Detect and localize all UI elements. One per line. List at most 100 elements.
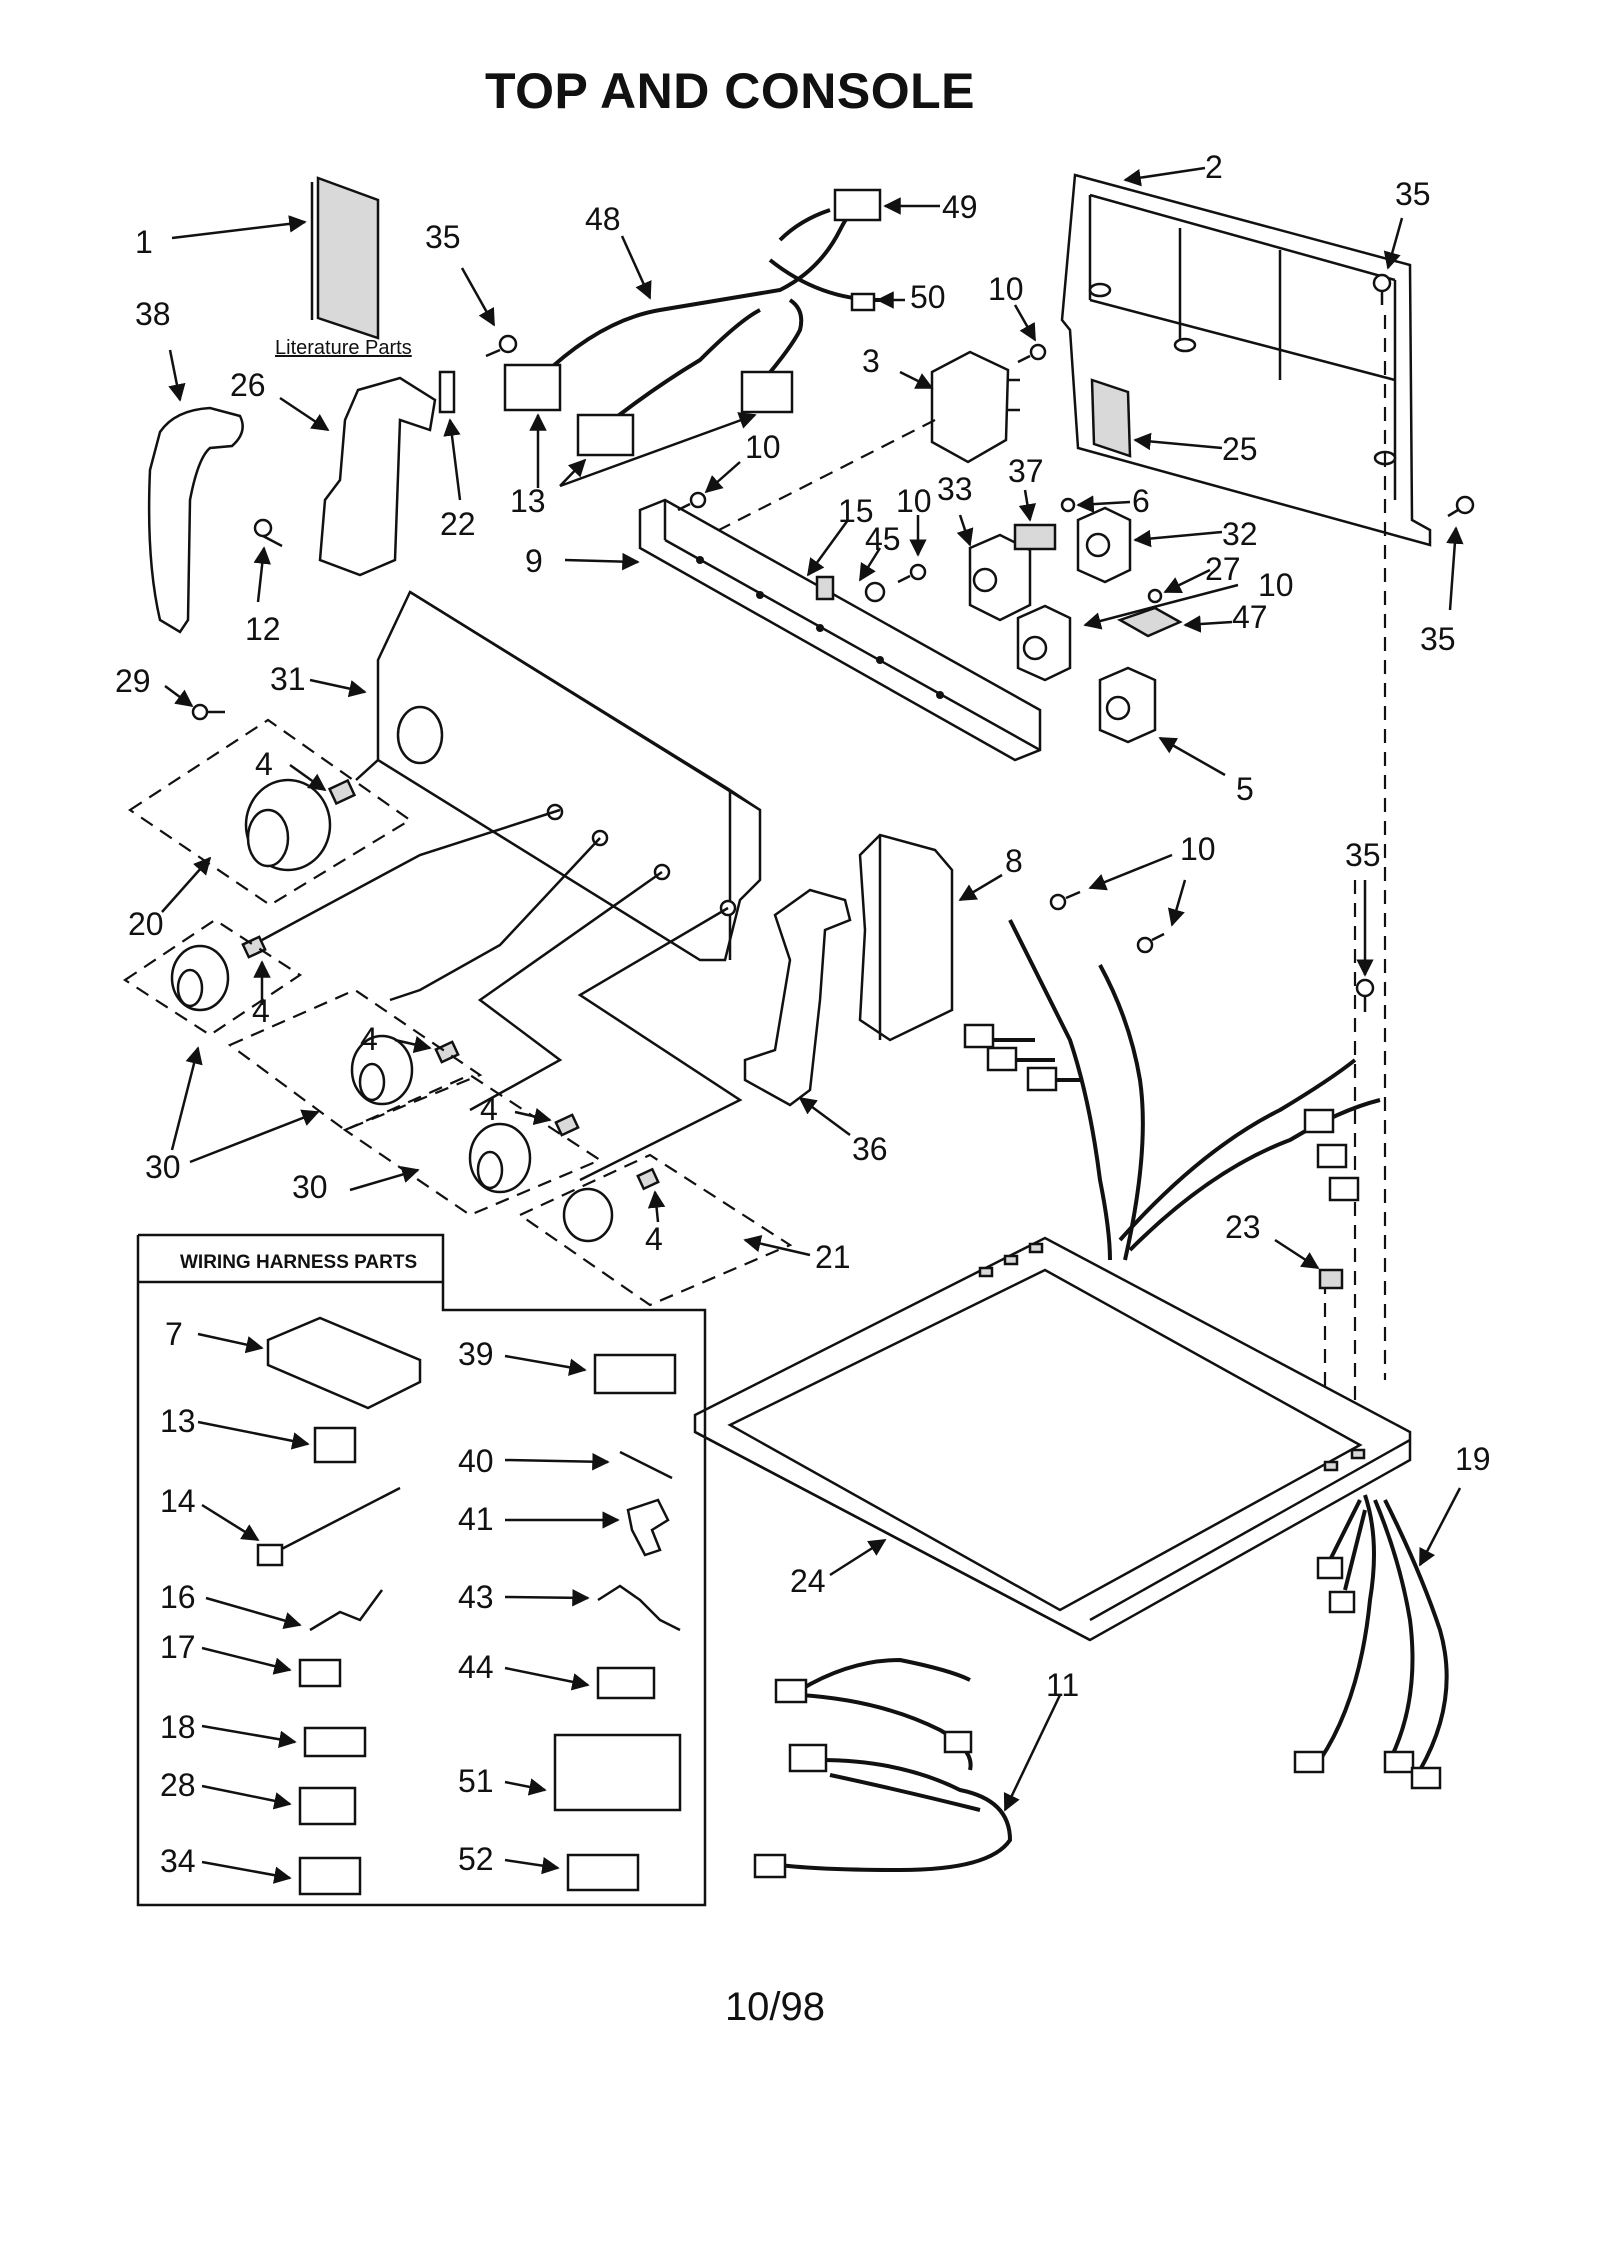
screw-10-b xyxy=(689,491,707,509)
callout-4-d: 4 xyxy=(480,1091,498,1127)
bracket-15 xyxy=(815,575,835,601)
top-panel-24 xyxy=(693,1236,1412,1642)
wire-harness-11 xyxy=(753,1657,1013,1879)
wiring-harness-parts-box xyxy=(136,1233,707,1907)
rear-panel-2 xyxy=(1060,173,1432,547)
callout-26: 26 xyxy=(230,367,266,403)
callout-6: 6 xyxy=(1132,483,1150,519)
screw-35-rear-top xyxy=(1372,273,1392,293)
callout-20: 20 xyxy=(128,906,164,942)
callout-30-a: 30 xyxy=(145,1149,181,1185)
screw-10-e xyxy=(1136,936,1154,954)
wh-part-34 xyxy=(298,1856,362,1896)
wh-callout-43: 43 xyxy=(458,1579,494,1615)
callout-11: 11 xyxy=(1046,1667,1079,1703)
callout-2: 2 xyxy=(1205,149,1223,185)
callout-4-a: 4 xyxy=(255,746,273,782)
callout-10-e: 10 xyxy=(1180,831,1216,867)
wh-part-39 xyxy=(593,1353,677,1395)
knob-30-c xyxy=(468,1122,532,1194)
screw-29 xyxy=(191,703,209,721)
callout-10-a: 10 xyxy=(988,271,1024,307)
knob-30-a xyxy=(170,944,230,1012)
callout-1: 1 xyxy=(135,224,153,260)
callout-30-b: 30 xyxy=(292,1169,328,1205)
screw-35-left xyxy=(498,334,518,354)
callout-47: 47 xyxy=(1232,599,1268,635)
wiring-harness-header: WIRING HARNESS PARTS xyxy=(180,1252,417,1273)
wh-callout-28: 28 xyxy=(160,1767,196,1803)
wh-part-51 xyxy=(553,1733,682,1812)
callout-5: 5 xyxy=(1236,771,1254,807)
callout-12: 12 xyxy=(245,611,281,647)
wh-part-41 xyxy=(626,1498,670,1557)
wh-callout-39: 39 xyxy=(458,1336,494,1372)
callout-35-a: 35 xyxy=(425,219,461,255)
screw-27 xyxy=(1147,588,1163,604)
callout-25: 25 xyxy=(1222,431,1258,467)
callout-4-e: 4 xyxy=(645,1221,663,1257)
knob-21 xyxy=(562,1187,614,1243)
callout-23: 23 xyxy=(1225,1209,1261,1245)
console-housing-31 xyxy=(376,590,762,962)
callout-10-d: 10 xyxy=(1258,567,1294,603)
callout-19: 19 xyxy=(1455,1441,1491,1477)
screw-12 xyxy=(253,518,273,538)
callout-37: 37 xyxy=(1008,453,1044,489)
screw-6 xyxy=(1060,497,1076,513)
wh-part-52 xyxy=(566,1853,640,1892)
callout-31: 31 xyxy=(270,661,306,697)
knob-30-b xyxy=(350,1034,414,1106)
wh-callout-7: 7 xyxy=(165,1316,183,1352)
callout-4-c: 4 xyxy=(360,1021,378,1057)
callout-48: 48 xyxy=(585,201,621,237)
wh-callout-41: 41 xyxy=(458,1501,494,1537)
wh-part-17 xyxy=(298,1658,342,1688)
console-end-cap-38 xyxy=(147,406,244,634)
screw-10-a xyxy=(1029,343,1047,361)
wh-callout-34: 34 xyxy=(160,1843,196,1879)
callout-24: 24 xyxy=(790,1563,826,1599)
wh-part-43 xyxy=(597,1584,681,1632)
end-cap-36 xyxy=(743,888,852,1107)
wire-harness-19 xyxy=(1293,1494,1449,1790)
clip-4-a xyxy=(327,778,357,806)
wh-callout-17: 17 xyxy=(160,1629,196,1665)
page-title: TOP AND CONSOLE xyxy=(485,63,975,119)
part-37 xyxy=(1013,523,1057,551)
wh-callout-52: 52 xyxy=(458,1841,494,1877)
wh-callout-18: 18 xyxy=(160,1709,196,1745)
wh-part-28 xyxy=(298,1786,357,1826)
screw-35-lower xyxy=(1355,978,1375,998)
console-panel-9 xyxy=(638,498,1042,762)
wh-part-18 xyxy=(303,1726,367,1758)
callout-38: 38 xyxy=(135,296,171,332)
bracket-25 xyxy=(1090,378,1132,458)
switch-3 xyxy=(930,350,1020,464)
callout-10-c: 10 xyxy=(896,483,932,519)
wh-part-7 xyxy=(266,1316,422,1410)
clip-22 xyxy=(438,370,456,414)
wh-callout-14: 14 xyxy=(160,1483,196,1519)
end-cap-bracket-26 xyxy=(318,376,437,577)
callout-9: 9 xyxy=(525,543,543,579)
callout-49: 49 xyxy=(942,189,978,225)
wh-callout-13: 13 xyxy=(160,1403,196,1439)
wh-part-13 xyxy=(313,1426,357,1464)
knob-20 xyxy=(244,778,332,872)
literature-parts-label: Literature Parts xyxy=(275,337,412,359)
clip-23 xyxy=(1318,1268,1344,1290)
callout-33: 33 xyxy=(937,471,973,507)
part-45 xyxy=(864,581,886,603)
callout-29: 29 xyxy=(115,663,151,699)
part-47 xyxy=(1116,606,1183,638)
wh-callout-40: 40 xyxy=(458,1443,494,1479)
wh-part-44 xyxy=(596,1666,656,1700)
callout-13: 13 xyxy=(510,483,546,519)
wire-harness-top xyxy=(963,919,1381,1261)
switch-middle xyxy=(1016,604,1072,682)
switch-5 xyxy=(1098,666,1157,744)
callout-3: 3 xyxy=(862,343,880,379)
callout-32: 32 xyxy=(1222,516,1258,552)
